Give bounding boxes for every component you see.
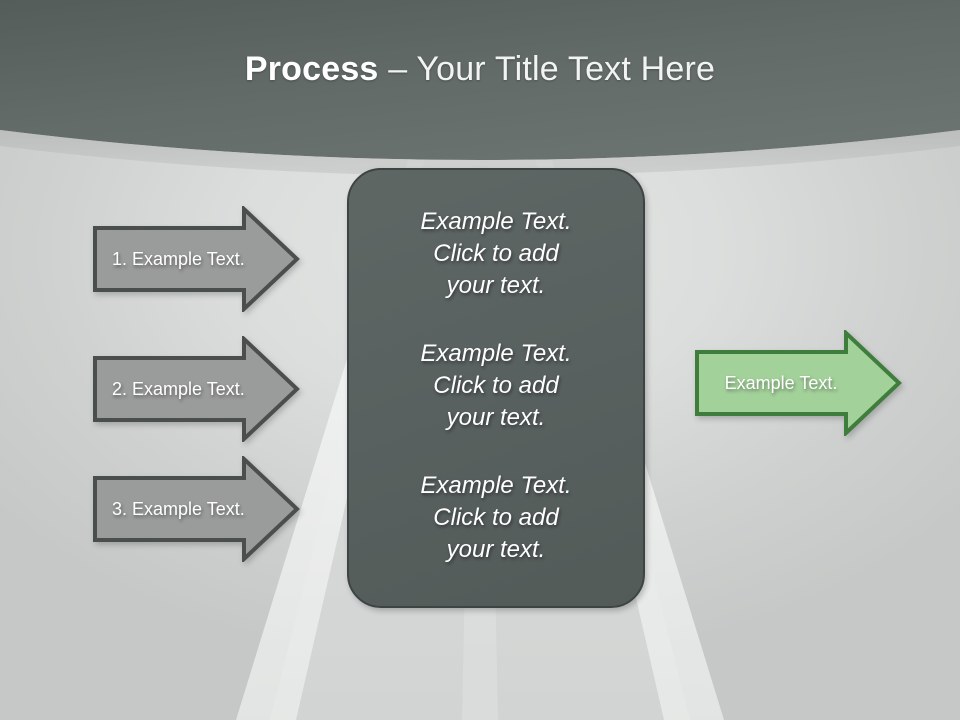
step-arrow-2[interactable]: 2. Example Text. — [92, 336, 300, 442]
panel-text-block-2: Example Text. Click to add your text. — [420, 340, 572, 431]
step-arrow-3[interactable]: 3. Example Text. — [92, 456, 300, 562]
panel-text-block-1: Example Text. Click to add your text. — [420, 208, 572, 299]
panel-text-block-3: Example Text. Click to add your text. — [420, 472, 572, 563]
result-arrow[interactable]: Example Text. — [694, 330, 902, 436]
step-arrow-1[interactable]: 1. Example Text. — [92, 206, 300, 312]
center-content-panel[interactable]: Example Text. Click to add your text. Ex… — [347, 168, 645, 608]
